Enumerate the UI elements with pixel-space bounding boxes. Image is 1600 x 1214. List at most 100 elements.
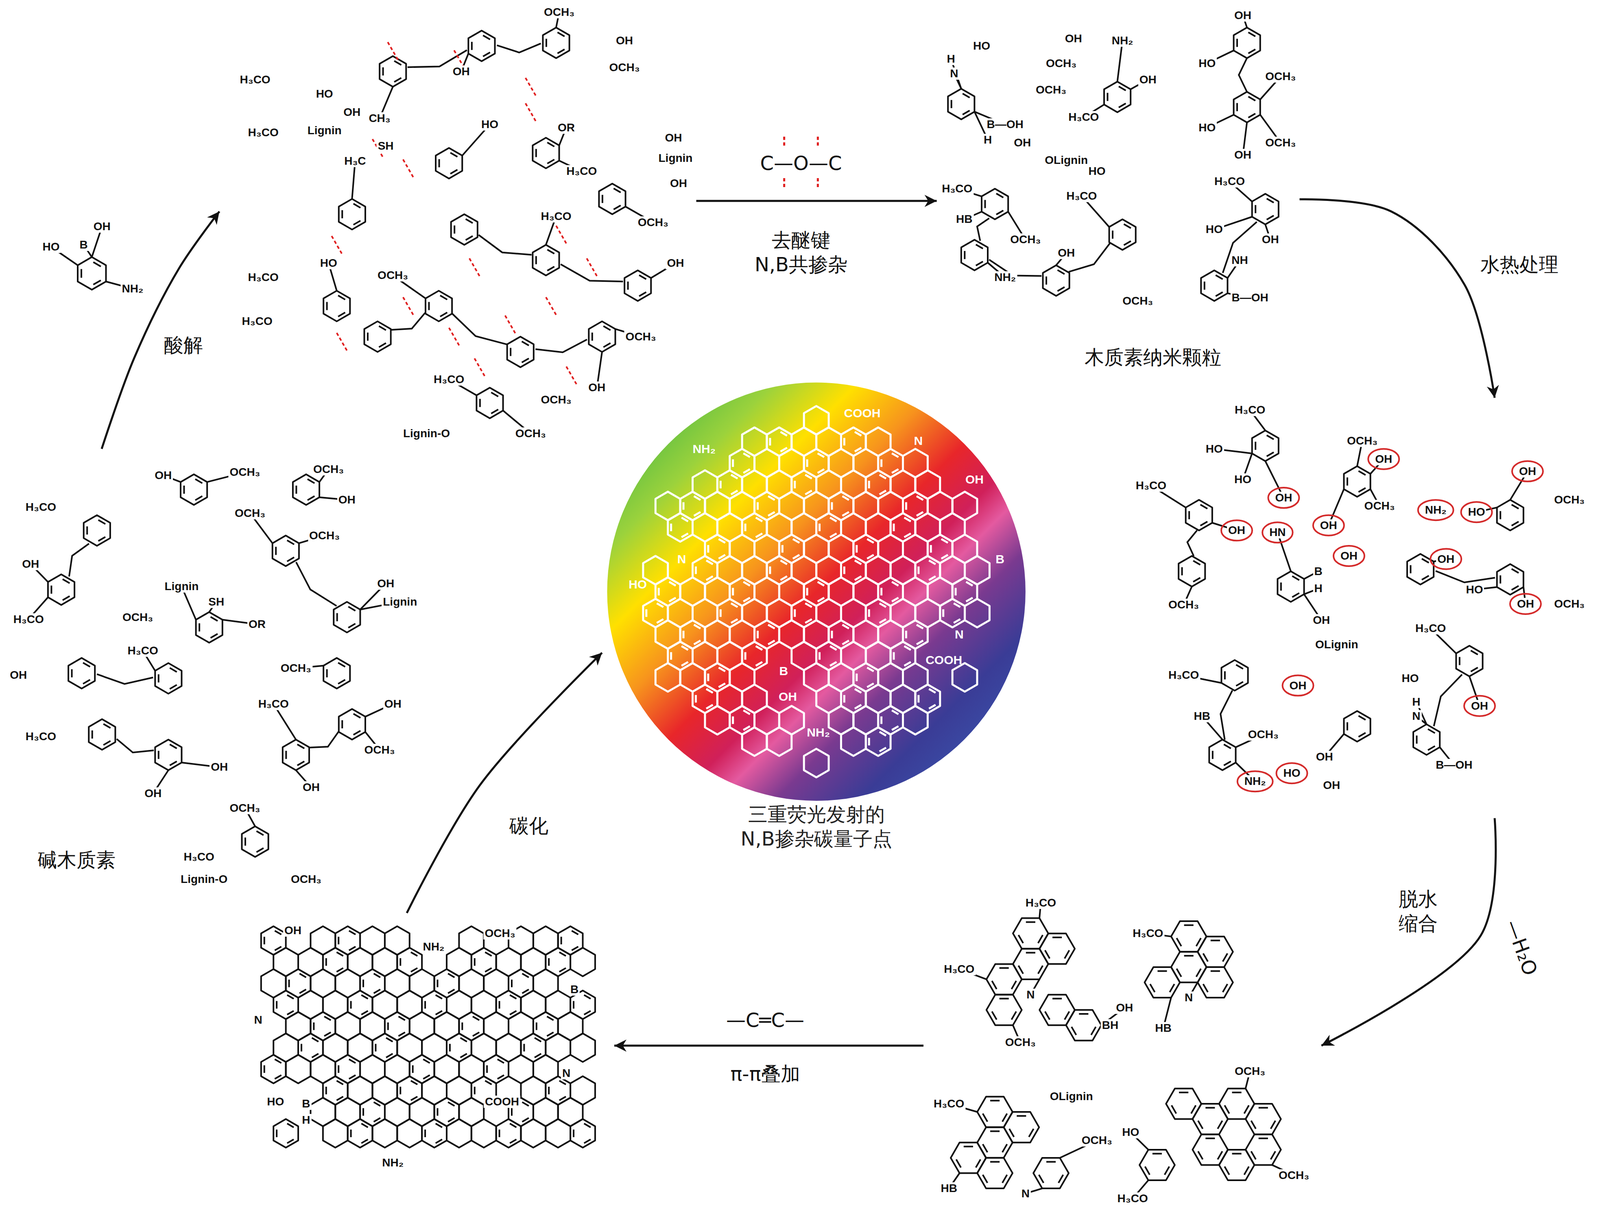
chemical-group-label: OH bbox=[1233, 148, 1253, 162]
reactive-group-oval bbox=[1460, 502, 1492, 523]
double-bond bbox=[547, 1087, 550, 1095]
double-bond bbox=[818, 652, 821, 660]
double-bond bbox=[1064, 1011, 1070, 1020]
benzene-ring bbox=[1178, 556, 1205, 587]
double-bond bbox=[169, 667, 177, 673]
benzene-ring bbox=[88, 719, 116, 750]
chemical-group-label: HO bbox=[41, 240, 61, 254]
chemical-group-label: OH bbox=[20, 558, 41, 571]
bond-cut-dash bbox=[816, 136, 819, 149]
double-bond bbox=[1009, 1129, 1015, 1138]
chemical-group-label: OH bbox=[1314, 750, 1335, 764]
double-bond bbox=[1011, 981, 1017, 990]
double-bond bbox=[361, 1124, 368, 1128]
double-bond bbox=[1258, 1137, 1269, 1140]
ether-cleavage-mark bbox=[403, 159, 414, 178]
chemical-group-label: OCH₃ bbox=[228, 802, 262, 815]
double-bond bbox=[1164, 1166, 1170, 1175]
double-bond bbox=[891, 726, 899, 731]
double-bond bbox=[263, 1065, 266, 1074]
chemical-group-label: H₃CO bbox=[1134, 479, 1168, 492]
double-bond bbox=[450, 152, 458, 157]
double-bond bbox=[744, 523, 747, 532]
graphitic-carbon-structure: OHNH₂OCH₃NBNHOBHCOOHNH₂ bbox=[242, 913, 615, 1176]
double-bond bbox=[916, 496, 924, 500]
double-bond bbox=[1191, 1105, 1197, 1114]
double-bond bbox=[905, 502, 908, 511]
double-bond bbox=[718, 667, 725, 672]
chemical-group-label: SH bbox=[207, 595, 226, 609]
double-bond bbox=[557, 32, 565, 37]
chemical-group-label: OLignin bbox=[1048, 1090, 1095, 1103]
double-bond bbox=[394, 61, 402, 66]
chemical-group-label: H bbox=[300, 1114, 312, 1127]
chain-bond bbox=[1238, 58, 1247, 92]
double-bond bbox=[854, 560, 862, 565]
double-bond bbox=[82, 663, 90, 668]
double-bond bbox=[571, 946, 579, 951]
graphene-hexagon bbox=[570, 947, 596, 977]
double-bond bbox=[916, 624, 924, 629]
double-bond bbox=[1258, 1107, 1269, 1109]
double-bond bbox=[1358, 471, 1366, 476]
chemical-group-label: NH₂ bbox=[805, 726, 832, 740]
chemical-group-label: HB bbox=[1192, 710, 1212, 723]
double-bond bbox=[991, 981, 997, 990]
benzene-ring bbox=[451, 214, 478, 245]
graphene-hexagon bbox=[323, 1119, 348, 1149]
double-bond bbox=[1078, 1013, 1089, 1016]
chemical-group-label: OCH₃ bbox=[624, 330, 658, 343]
ether-cleavage-mark bbox=[525, 103, 536, 122]
double-bond bbox=[497, 1075, 505, 1080]
chemical-group-label: B bbox=[78, 238, 90, 252]
double-bond bbox=[892, 652, 895, 660]
chemical-group-label: OH bbox=[1288, 679, 1308, 692]
double-bond bbox=[336, 952, 343, 957]
double-bond bbox=[950, 100, 953, 109]
double-bond bbox=[904, 646, 911, 651]
double-bond bbox=[904, 517, 911, 522]
double-bond bbox=[349, 946, 356, 951]
double-bond bbox=[792, 539, 800, 543]
alkali-lignin-structure: 碱木质素OHOCH₃OCH₃OHH₃COOCH₃OCH₃OHLigninSHOR… bbox=[6, 449, 421, 891]
double-bond bbox=[297, 744, 305, 749]
double-bond bbox=[991, 1011, 997, 1020]
double-bond bbox=[963, 251, 966, 260]
double-bond bbox=[1210, 970, 1221, 973]
chemical-group-label: H₃CO bbox=[246, 271, 280, 284]
graphene-hexagon bbox=[940, 598, 965, 628]
double-bond bbox=[98, 536, 106, 542]
chemical-group-label: HB bbox=[1153, 1022, 1173, 1035]
double-bond bbox=[731, 603, 738, 607]
chemical-group-label: N bbox=[1410, 710, 1422, 723]
benzene-ring bbox=[364, 321, 391, 352]
chemical-group-label: OH bbox=[1339, 550, 1359, 563]
double-bond bbox=[718, 539, 725, 543]
chemical-group-label: OH bbox=[1063, 32, 1084, 45]
double-bond bbox=[1270, 1151, 1276, 1160]
double-bond bbox=[817, 582, 825, 586]
double-bond bbox=[546, 1032, 554, 1037]
double-bond bbox=[547, 249, 555, 254]
ether-cleavage-mark bbox=[566, 366, 577, 385]
double-bond bbox=[484, 1080, 492, 1085]
chemical-group-label: H₃CO bbox=[942, 963, 976, 976]
chain-bond bbox=[407, 50, 468, 68]
double-bond bbox=[1499, 575, 1502, 584]
chemical-group-label: Lignin-O bbox=[401, 427, 452, 440]
chain-bond bbox=[96, 674, 153, 685]
double-bond bbox=[962, 110, 970, 115]
double-bond bbox=[999, 997, 1009, 1000]
double-bond bbox=[82, 679, 90, 684]
reactive-group-oval bbox=[1510, 593, 1542, 615]
double-bond bbox=[436, 1108, 439, 1117]
double-bond bbox=[755, 517, 763, 522]
double-bond bbox=[1421, 575, 1429, 580]
chemical-group-label: OH bbox=[1436, 553, 1456, 566]
double-bond bbox=[866, 539, 874, 543]
chemical-group-label: OH bbox=[209, 761, 230, 774]
chemical-group-label: OCH₃ bbox=[376, 269, 410, 282]
chemical-group-label: H₃CO bbox=[432, 373, 466, 386]
benzene-ring bbox=[977, 1158, 1013, 1189]
